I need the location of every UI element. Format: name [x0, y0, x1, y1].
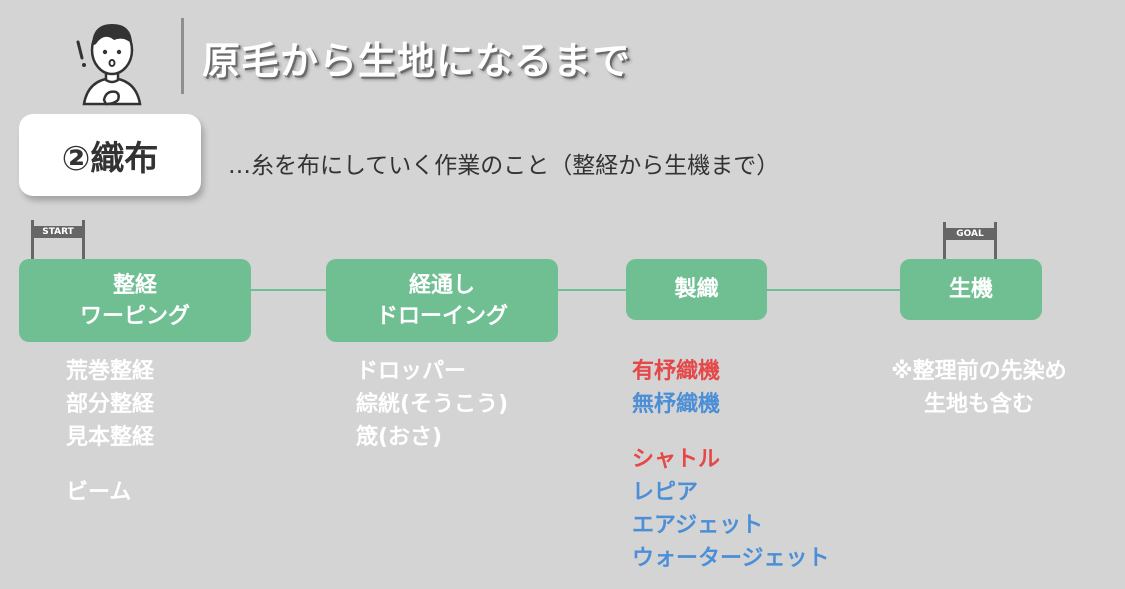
- step-drawing-line1: 経通し: [408, 272, 475, 298]
- section-description: …糸を布にしていく作業のこと（整経から生機まで）: [228, 153, 780, 179]
- drawing-list: ドロッパー 綜絖(そうこう) 筬(おさ): [356, 355, 508, 454]
- list-item: エアジェット: [632, 513, 764, 538]
- list-item: 無杼織機: [632, 392, 721, 417]
- goal-flag-label: GOAL: [943, 228, 997, 240]
- list-item: 部分整経: [66, 392, 155, 417]
- start-flag-label: START: [31, 226, 85, 238]
- step-warping-line2: ワーピング: [79, 303, 190, 329]
- process-connector-line: [240, 289, 920, 291]
- greige-note: ※整理前の先染め 生地も含む: [872, 355, 1086, 421]
- section-label-box: ②織布: [19, 114, 201, 196]
- step-drawing-line2: ドローイング: [375, 303, 508, 329]
- step-warping: 整経 ワーピング: [19, 259, 251, 342]
- page-title: 原毛から生地になるまで: [202, 39, 632, 83]
- step-drawing: 経通し ドローイング: [326, 259, 558, 342]
- section-label: ②織布: [61, 138, 159, 179]
- list-item: 有杼織機: [632, 359, 721, 384]
- goal-flag: GOAL: [943, 222, 999, 270]
- list-item: 綜絖(そうこう): [356, 392, 509, 417]
- step-greige-label: 生機: [948, 277, 993, 302]
- step-weaving-label: 製織: [674, 277, 719, 302]
- list-item: 生地も含む: [923, 392, 1034, 417]
- step-warping-line1: 整経: [112, 272, 157, 298]
- list-item: ウォータージェット: [632, 546, 830, 571]
- list-item: 荒巻整経: [66, 359, 155, 384]
- list-item: シャトル: [632, 447, 721, 472]
- list-item: ビーム: [66, 480, 132, 505]
- step-greige: 生機: [900, 259, 1042, 320]
- list-item: 筬(おさ): [356, 425, 443, 450]
- weaving-list: 有杼織機 無杼織機 シャトル レピア エアジェット ウォータージェット: [632, 355, 830, 575]
- step-weaving: 製織: [626, 259, 767, 320]
- person-avatar-icon: [76, 24, 142, 106]
- list-item: ※整理前の先染め: [891, 359, 1067, 384]
- list-item: レピア: [632, 480, 699, 505]
- title-divider: [181, 18, 184, 94]
- warping-list: 荒巻整経 部分整経 見本整経 ビーム: [66, 355, 154, 509]
- list-item: ドロッパー: [356, 359, 467, 384]
- list-item: 見本整経: [66, 425, 155, 450]
- start-flag: START: [31, 220, 87, 268]
